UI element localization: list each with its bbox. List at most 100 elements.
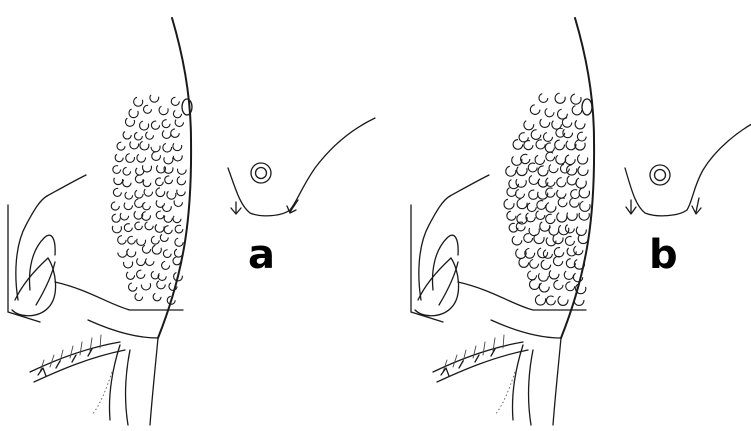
- puncture: [162, 120, 170, 128]
- puncture: [137, 237, 146, 246]
- puncture: [123, 131, 131, 139]
- puncture: [536, 211, 545, 220]
- puncture: [145, 257, 153, 265]
- puncture: [163, 143, 172, 152]
- puncture: [552, 119, 562, 129]
- puncture: [142, 163, 151, 172]
- puncture: [140, 121, 149, 130]
- puncture: [163, 203, 172, 212]
- puncture: [530, 280, 540, 290]
- puncture: [554, 280, 563, 289]
- body-outline: [411, 18, 594, 425]
- arrow-left-b-icon: [626, 200, 636, 214]
- puncture: [137, 270, 145, 278]
- puncture: [560, 164, 569, 173]
- puncture: [546, 188, 555, 197]
- puncture: [524, 141, 533, 150]
- puncture: [531, 130, 541, 140]
- puncture: [126, 154, 135, 163]
- puncture: [126, 271, 134, 279]
- panel-a: a: [8, 18, 375, 425]
- puncture: [165, 176, 173, 184]
- puncture: [156, 199, 164, 207]
- puncture: [173, 142, 182, 151]
- puncture: [135, 293, 143, 301]
- puncture: [509, 179, 519, 189]
- puncture: [173, 110, 181, 118]
- puncture: [549, 225, 559, 235]
- puncture: [571, 94, 581, 104]
- puncture: [125, 191, 133, 199]
- puncture: [546, 296, 555, 305]
- puncture: [130, 140, 139, 149]
- puncture: [538, 271, 548, 281]
- puncture: [541, 260, 551, 270]
- arrow-left-a-icon: [231, 202, 241, 214]
- puncture: [150, 93, 159, 102]
- puncture: [579, 188, 589, 198]
- puncture: [135, 190, 143, 198]
- puncture: [112, 214, 120, 222]
- puncture: [529, 225, 539, 235]
- puncture: [171, 129, 179, 137]
- puncture: [140, 141, 149, 150]
- puncture: [135, 175, 143, 183]
- puncture: [575, 119, 585, 129]
- puncture: [118, 236, 126, 244]
- puncture: [163, 250, 171, 258]
- puncture: [164, 155, 173, 164]
- puncture: [504, 199, 514, 209]
- puncture: [128, 236, 136, 244]
- puncture: [135, 199, 144, 208]
- puncture: [572, 105, 582, 115]
- puncture: [521, 154, 530, 163]
- puncture: [162, 261, 170, 269]
- body-outline: [8, 18, 192, 425]
- puncture: [143, 179, 151, 187]
- puncture: [578, 154, 588, 164]
- panel-label-b: b: [649, 232, 678, 278]
- puncture: [151, 236, 159, 244]
- puncture: [565, 155, 575, 165]
- puncture: [173, 152, 182, 161]
- puncture: [124, 224, 132, 232]
- puncture: [171, 97, 179, 105]
- puncture: [539, 282, 549, 292]
- puncture: [137, 257, 145, 265]
- puncture: [111, 202, 119, 210]
- puncture: [578, 166, 588, 176]
- puncture: [141, 281, 150, 290]
- puncture: [160, 234, 168, 242]
- puncture: [123, 178, 131, 186]
- puncture: [570, 198, 579, 207]
- puncture: [159, 106, 168, 115]
- puncture: [153, 293, 161, 301]
- puncture: [574, 246, 583, 255]
- puncture: [135, 132, 143, 140]
- panel-label-a: a: [248, 232, 275, 278]
- puncture: [129, 109, 138, 118]
- puncture: [565, 224, 574, 233]
- puncture: [135, 222, 143, 230]
- puncture: [546, 152, 555, 161]
- puncture: [576, 178, 586, 188]
- puncture: [164, 214, 172, 222]
- puncture: [537, 201, 546, 210]
- puncture: [157, 280, 166, 289]
- puncture: [549, 269, 559, 279]
- puncture: [557, 178, 566, 187]
- puncture: [174, 198, 182, 206]
- arrow-right-b-icon: [692, 198, 701, 214]
- puncture: [567, 247, 576, 256]
- puncture: [124, 259, 133, 268]
- puncture: [152, 152, 161, 161]
- puncture: [164, 226, 172, 234]
- puncture: [113, 166, 121, 174]
- puncture: [124, 201, 132, 209]
- puncture: [175, 225, 183, 233]
- puncture: [528, 163, 537, 172]
- puncture: [535, 295, 545, 305]
- puncture: [151, 143, 160, 152]
- puncture: [129, 283, 137, 291]
- puncture: [516, 177, 526, 187]
